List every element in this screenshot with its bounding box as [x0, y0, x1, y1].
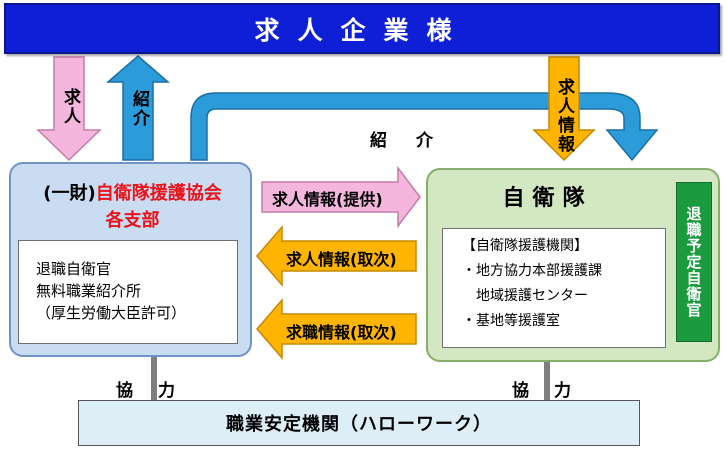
connector-left: [151, 357, 157, 401]
org-jieitai-detail: 【自衛隊援護機関】 ・地方協力本部援護課 地域援護センター ・基地等援護室: [462, 234, 602, 334]
detail-line: 無料職業紹介所: [36, 282, 142, 300]
detail-line: （厚生労働大臣許可）: [36, 304, 187, 322]
title-red-2: 各支部: [105, 210, 160, 231]
detail-line: ・基地等援護室: [462, 313, 560, 329]
detail-line: 地域援護センター: [462, 288, 588, 304]
arrow-kyujin-teikyo-right: [261, 165, 421, 229]
label-kyujin-toritsugi: 求人情報(取次): [286, 250, 397, 269]
label-kyujin-teikyo: 求人情報(提供): [272, 190, 383, 209]
arrow-shokai-curve: [190, 92, 659, 162]
label-shokai-up: 紹介: [129, 90, 149, 128]
label-kyoryoku-left: 協 力: [116, 381, 179, 401]
label-kyushoku-toritsugi: 求職情報(取次): [286, 323, 397, 342]
label-shokai-curve: 紹 介: [370, 131, 439, 151]
title-prefix: (一財): [43, 183, 96, 204]
arrow-kyujin-toritsugi-left: [256, 224, 417, 288]
header-employer: 求人企業様: [4, 3, 720, 54]
title-red-1: 自衛隊援護協会: [95, 183, 222, 204]
org-jieitai-detail-box: [442, 228, 666, 348]
org-jieitai-title: 自衛隊: [502, 186, 593, 211]
arrow-kyujin-joho-down: [532, 56, 596, 162]
arrow-kyushoku-toritsugi-left: [256, 297, 417, 361]
detail-line: ・地方協力本部援護課: [462, 263, 602, 279]
label-kyujin-joho: 求人情報: [554, 78, 574, 154]
arrow-kyujin-down: [36, 56, 102, 162]
badge-taishoku-yotei: 退職予定自衛官: [676, 182, 712, 342]
label-kyujin: 求人: [60, 88, 80, 126]
connector-right: [544, 362, 550, 401]
org-engo-kyokai-title: (一財)自衛隊援護協会 各支部: [20, 180, 245, 234]
org-engo-kyokai-detail: 退職自衛官 無料職業紹介所 （厚生労働大臣許可）: [36, 258, 186, 324]
detail-line: 退職自衛官: [36, 260, 112, 278]
org-engo-kyokai-detail-box: [18, 240, 238, 344]
arrow-shokai-up: [105, 55, 171, 161]
hello-work-box: 職業安定機関（ハローワーク）: [78, 400, 640, 446]
label-kyoryoku-right: 協 力: [512, 381, 575, 401]
detail-line: 【自衛隊援護機関】: [462, 238, 588, 254]
